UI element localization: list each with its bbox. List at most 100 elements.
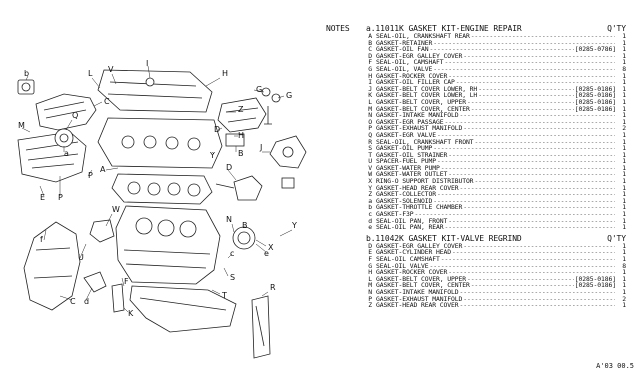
leader-dots [452, 249, 615, 256]
part-qty: 2 [622, 124, 626, 133]
part-name: GASKET-OIL PUMP [376, 144, 433, 153]
notes-panel: NOTES a.11011K GASKET KIT-ENGINE REPAIR … [322, 24, 638, 309]
part-qty: 1 [622, 170, 626, 179]
diagram-callout-label: U [78, 253, 84, 262]
part-qty: 1 [622, 84, 626, 93]
part-name: GASKET-BELT COVER, CENTER [376, 104, 470, 113]
part-name: SEAL-OIL, VALVE [376, 64, 433, 73]
part-code: E [368, 248, 372, 257]
parts-list-row: G SEAL-OIL, VALVE 8 [322, 66, 638, 73]
diagram-callout-label: L [88, 69, 93, 78]
leader-dots [459, 185, 615, 192]
part-code: U [368, 157, 372, 166]
catalog-id: A'03 00.5 [596, 362, 634, 370]
part-code: G [368, 64, 372, 73]
part-qty: 1 [622, 281, 626, 290]
part-name: GASKET-COLLECTOR [376, 190, 436, 199]
diagram-callout-label: C [104, 97, 110, 106]
leader-dots [467, 99, 574, 106]
part-name: GASKET-SOLENOID [376, 196, 433, 205]
part-qty: 1 [622, 137, 626, 146]
part-qty: 1 [622, 248, 626, 257]
part-qty: 1 [622, 51, 626, 60]
part-name: GASKET-EXHAUST MANIFOLD [376, 124, 463, 133]
diagram-callout-label: P [88, 171, 93, 180]
part-name: GASKET-INTAKE MANIFOLD [376, 287, 459, 296]
leader-lines [21, 65, 293, 313]
part-code: G [368, 261, 372, 270]
leader-dots [478, 86, 574, 93]
leader-dots [474, 139, 615, 146]
leader-dots [463, 125, 615, 132]
part-code: W [368, 170, 372, 179]
leader-dots [463, 296, 615, 303]
part-code: L [368, 97, 372, 106]
part-code: Q [368, 130, 372, 139]
leader-dots [433, 145, 615, 152]
part-qty: 1 [622, 38, 626, 47]
part-code: F [368, 255, 372, 263]
part-name: GASKET-WATER PUMP [376, 163, 440, 172]
part-name: GASKET-OIL FAN [376, 45, 429, 54]
part-qty: 1 [622, 216, 626, 225]
diagram-callout-label: f [40, 235, 43, 244]
leader-dots [471, 33, 615, 40]
qty-header-b: Q'TY [607, 233, 626, 243]
part-name: GASKET-RETAINER [376, 38, 433, 47]
diagram-callout-label: M [18, 121, 25, 130]
part-code: R [368, 137, 372, 146]
part-name: RING-O SUPPORT DISTRIBUTOR [376, 177, 474, 186]
part-qty: 1 [622, 45, 626, 54]
part-qty: 8 [622, 261, 626, 270]
leader-dots [459, 289, 615, 296]
leader-dots [444, 119, 615, 126]
part-qty: 1 [622, 274, 626, 283]
leader-dots [463, 204, 615, 211]
part-name: SPACER-FUEL PUMP [376, 157, 436, 166]
part-qty: 1 [622, 190, 626, 199]
leader-dots [444, 59, 615, 66]
intake-manifold-part [17, 131, 87, 183]
diagram-callout-label: Q [72, 111, 78, 120]
part-code: c [368, 210, 372, 219]
diagram-callout-label: C [70, 297, 76, 306]
leader-dots [448, 152, 615, 159]
part-number-range: [0285-0186] [574, 91, 616, 100]
diagram-callout-label: R [270, 283, 276, 292]
part-qty: 1 [622, 241, 626, 250]
part-code: a [368, 196, 372, 205]
part-name: GASKET-INTAKE MANIFOLD [376, 111, 459, 120]
part-name: GASKET-ROCKER COVER [376, 71, 448, 80]
rear-oil-seal-part [232, 226, 256, 250]
part-name: SEAL-OIL CAMSHAFT [376, 255, 440, 263]
part-qty: 1 [622, 117, 626, 126]
part-name: SEAL-OIL, CRANKSHAFT FRONT [376, 137, 474, 146]
part-qty: 1 [622, 177, 626, 186]
diagram-callout-label: S [230, 273, 235, 282]
cylinder-head-part [97, 117, 223, 169]
part-code: K [368, 91, 372, 100]
diagram-callout-label: Z [238, 105, 244, 114]
part-qty: 8 [622, 64, 626, 73]
part-qty: 1 [622, 91, 626, 100]
intake-collector-part [35, 93, 97, 131]
part-qty: 1 [622, 78, 626, 87]
part-code: M [368, 104, 372, 113]
part-code: I [368, 78, 372, 87]
part-code: Z [368, 190, 372, 199]
leader-dots [448, 171, 615, 178]
